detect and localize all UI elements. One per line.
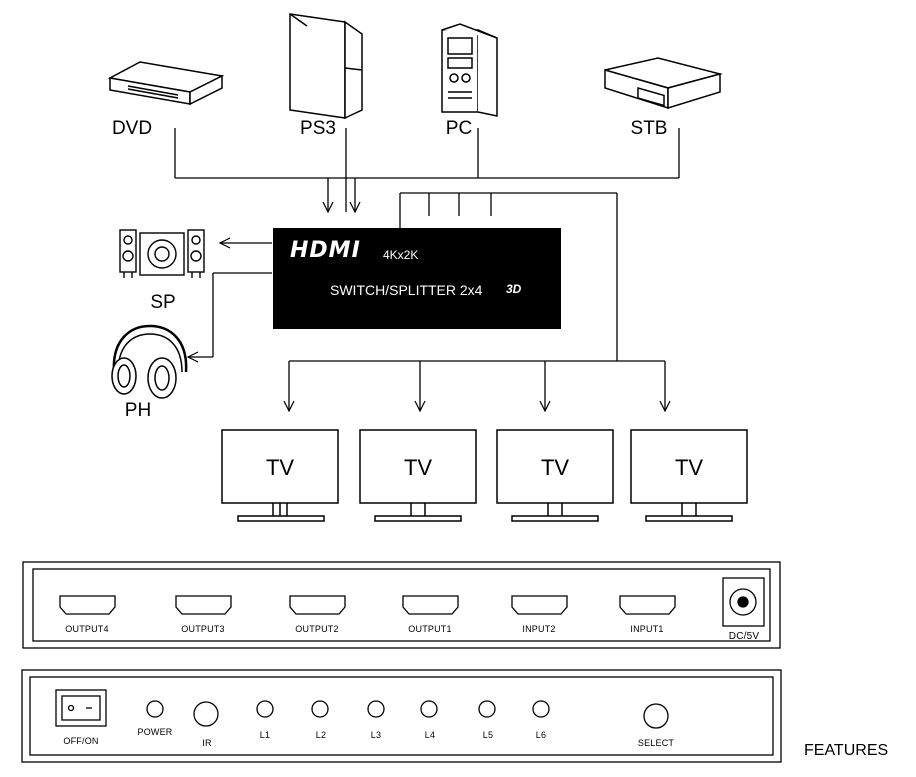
ir-label: IR — [202, 738, 212, 748]
led-l5 — [478, 700, 496, 718]
led-l2 — [311, 700, 329, 718]
ir-receiver — [193, 701, 219, 727]
back-panel — [22, 561, 781, 649]
speaker-system-icon — [119, 229, 205, 278]
headphone-label: PH — [124, 400, 152, 421]
led-label-l5: L5 — [482, 730, 494, 740]
hdmi-port-input2 — [511, 595, 568, 615]
source-label-ps3: PS3 — [300, 118, 336, 139]
hdmi-port-output1 — [402, 595, 459, 615]
headphone-icon — [111, 324, 188, 399]
audio-lines — [188, 243, 272, 357]
source-label-dvd: DVD — [111, 118, 153, 139]
features-label: FEATURES — [804, 742, 889, 759]
tv-label-4: TV — [674, 455, 704, 480]
hdmi-port-output2 — [289, 595, 346, 615]
led-l6 — [532, 700, 550, 718]
device-model: SWITCH/SPLITTER 2x4 — [330, 282, 483, 298]
led-l1 — [256, 700, 274, 718]
power-led — [146, 700, 164, 718]
tv-display-3 — [496, 429, 614, 522]
set-top-box-icon — [604, 57, 723, 110]
select-label: SELECT — [637, 738, 675, 748]
led-label-l2: L2 — [315, 730, 327, 740]
source-bus-lines — [174, 128, 680, 212]
power-label: POWER — [137, 727, 173, 737]
3d-badge: 3D — [506, 282, 522, 296]
led-label-l3: L3 — [370, 730, 382, 740]
port-label-output3: OUTPUT3 — [181, 624, 225, 634]
led-label-l1: L1 — [259, 730, 271, 740]
hdmi-port-output3 — [175, 595, 232, 615]
port-label-output4: OUTPUT4 — [65, 624, 109, 634]
port-label-input1: INPUT1 — [630, 624, 664, 634]
led-l4 — [420, 700, 438, 718]
ps3-console-icon — [289, 13, 363, 120]
port-label-output2: OUTPUT2 — [295, 624, 339, 634]
led-label-l4: L4 — [424, 730, 436, 740]
switch-label: OFF/ON — [63, 736, 99, 746]
source-label-stb: STB — [630, 118, 668, 139]
tv-label-1: TV — [265, 455, 295, 480]
front-panel — [21, 669, 782, 763]
pc-tower-icon — [441, 23, 498, 117]
tv-label-2: TV — [403, 455, 433, 480]
tv-display-2 — [359, 429, 477, 522]
hdmi-switch-splitter-device — [273, 228, 561, 329]
hdmi-port-output4 — [59, 595, 116, 615]
power-jack-label: DC/5V — [728, 631, 760, 642]
hdmi-logo: HDMI — [290, 238, 361, 263]
device-resolution: 4Kx2K — [383, 248, 419, 262]
output-bus-lines — [289, 192, 665, 411]
hdmi-port-input1 — [619, 595, 676, 615]
led-l3 — [367, 700, 385, 718]
tv-display-1 — [221, 429, 339, 522]
tv-display-4 — [630, 429, 748, 522]
port-label-output1: OUTPUT1 — [408, 624, 452, 634]
select-button — [643, 703, 669, 729]
tv-label-3: TV — [540, 455, 570, 480]
source-label-pc: PC — [445, 118, 473, 139]
speaker-label: SP — [150, 292, 176, 313]
led-label-l6: L6 — [535, 730, 547, 740]
dvd-player-icon — [107, 61, 225, 106]
port-label-input2: INPUT2 — [522, 624, 556, 634]
